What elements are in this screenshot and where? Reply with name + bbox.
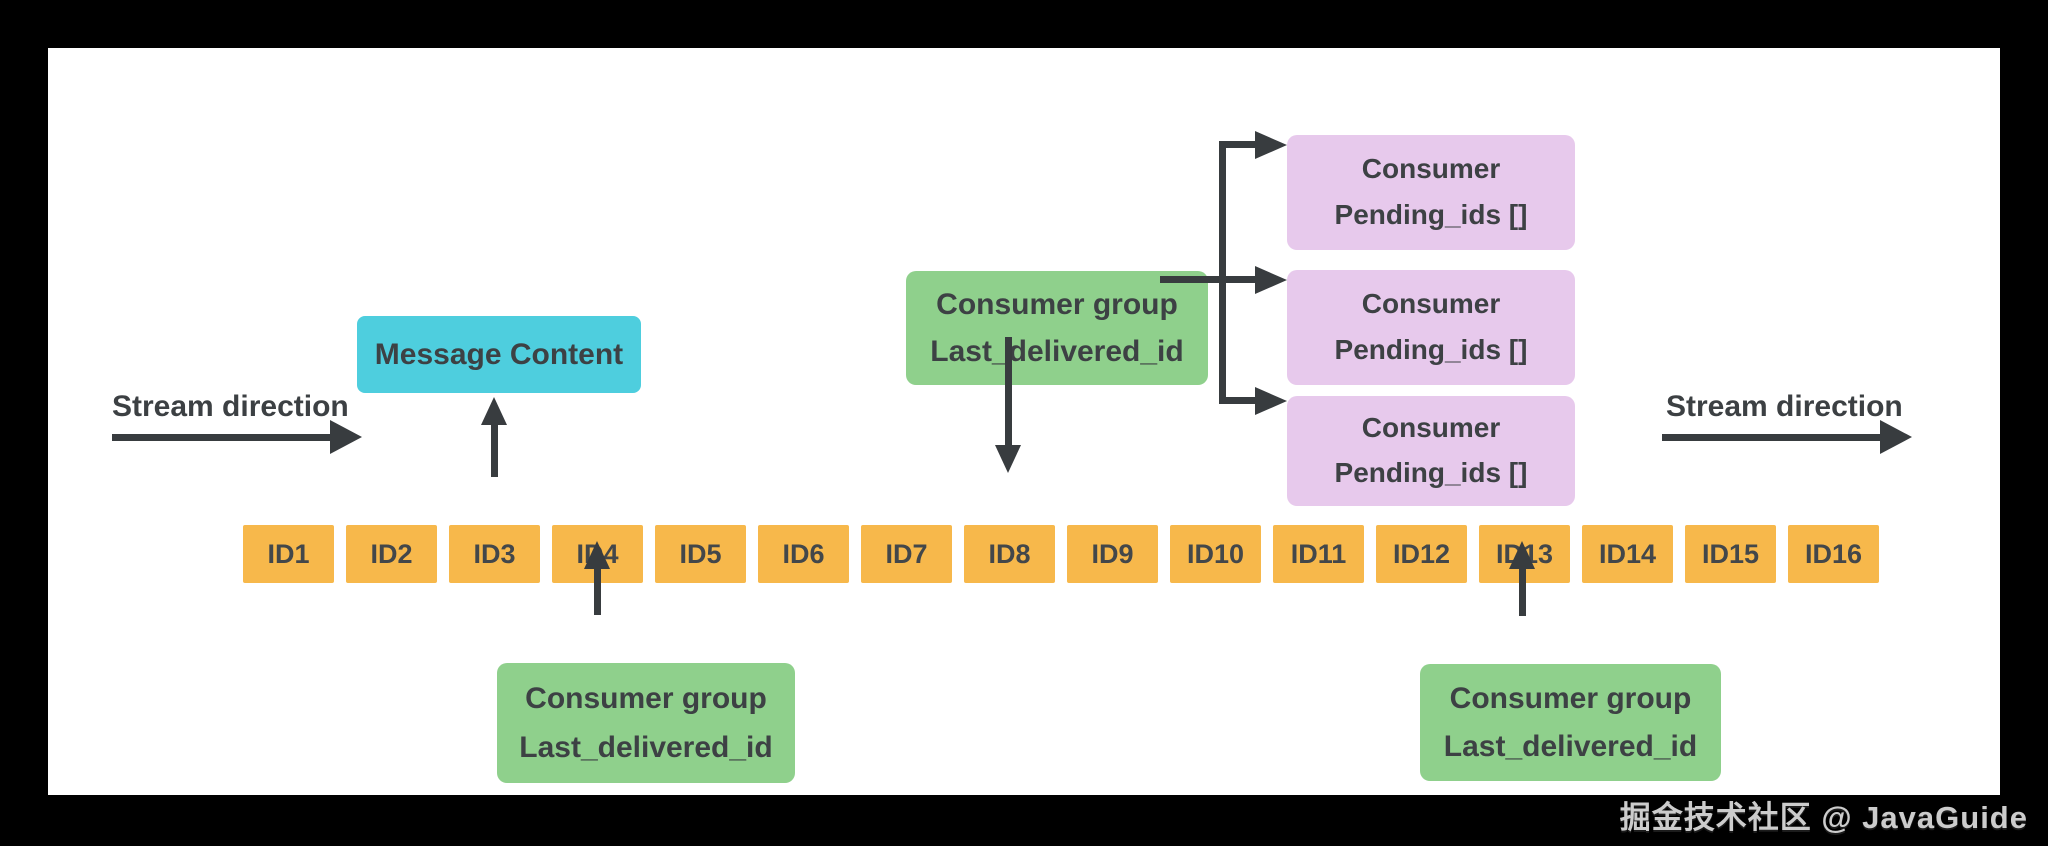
stream-entry-id7: ID7 [861, 525, 952, 583]
arrow-line [594, 568, 601, 615]
consumer-group-box-left: Consumer group Last_delivered_id [497, 663, 795, 783]
consumer-box-1: Consumer Pending_ids [] [1287, 135, 1575, 250]
connector-segment [1222, 397, 1257, 404]
arrow-line [1662, 434, 1880, 441]
arrow-line [1519, 568, 1526, 616]
arrowhead-right-icon [330, 420, 362, 454]
consumer-group-box-right: Consumer group Last_delivered_id [1420, 664, 1721, 781]
stream-entry-id2: ID2 [346, 525, 437, 583]
watermark: 掘金技术社区 @ JavaGuide [1619, 800, 2028, 835]
stream-entry-id11: ID11 [1273, 525, 1364, 583]
stream-entry-id15: ID15 [1685, 525, 1776, 583]
arrowhead-up-icon [584, 541, 610, 569]
arrowhead-right-icon [1255, 387, 1287, 415]
connector-segment [1222, 141, 1257, 148]
connector-segment [1160, 276, 1222, 283]
stream-entry-id1: ID1 [243, 525, 334, 583]
connector-segment [1219, 141, 1226, 404]
consumer-field: Pending_ids [] [1334, 199, 1528, 231]
stream-entry-id10: ID10 [1170, 525, 1261, 583]
message-content-box: Message Content [357, 316, 641, 393]
consumer-field: Pending_ids [] [1334, 456, 1528, 488]
stream-entry-id5: ID5 [655, 525, 746, 583]
consumer-group-box-middle: Consumer group Last_delivered_id [906, 271, 1208, 385]
arrowhead-right-icon [1255, 266, 1287, 294]
arrowhead-right-icon [1880, 420, 1912, 454]
stream-entry-id12: ID12 [1376, 525, 1467, 583]
stream-entry-id8: ID8 [964, 525, 1055, 583]
message-content-label: Message Content [374, 338, 624, 371]
stream-entry-id3: ID3 [449, 525, 540, 583]
arrowhead-up-icon [481, 397, 507, 425]
stream-entry-id16: ID16 [1788, 525, 1879, 583]
consumer-group-title: Consumer group [1449, 682, 1692, 716]
consumer-box-3: Consumer Pending_ids [] [1287, 396, 1575, 506]
arrowhead-right-icon [1255, 131, 1287, 159]
stream-entry-id6: ID6 [758, 525, 849, 583]
stream-entry-id9: ID9 [1067, 525, 1158, 583]
stream-entry-id14: ID14 [1582, 525, 1673, 583]
connector-segment [1222, 276, 1257, 283]
arrow-line [112, 434, 330, 441]
consumer-group-field: Last_delivered_id [930, 334, 1184, 368]
consumer-group-field: Last_delivered_id [519, 730, 773, 764]
consumer-title: Consumer [1361, 153, 1501, 185]
diagram-board: Stream direction Stream direction Messag… [48, 48, 2000, 795]
consumer-title: Consumer [1361, 412, 1501, 444]
arrowhead-up-icon [1509, 541, 1535, 569]
consumer-group-title: Consumer group [936, 288, 1178, 322]
consumer-group-title: Consumer group [525, 682, 767, 716]
consumer-field: Pending_ids [] [1334, 334, 1528, 366]
arrow-line [1005, 337, 1012, 445]
stream-direction-label-left: Stream direction [112, 390, 349, 423]
arrowhead-down-icon [995, 445, 1021, 473]
consumer-box-2: Consumer Pending_ids [] [1287, 270, 1575, 385]
consumer-group-field: Last_delivered_id [1443, 729, 1698, 763]
arrow-line [491, 424, 498, 477]
consumer-title: Consumer [1361, 288, 1501, 320]
stream-direction-label-right: Stream direction [1666, 390, 1903, 423]
